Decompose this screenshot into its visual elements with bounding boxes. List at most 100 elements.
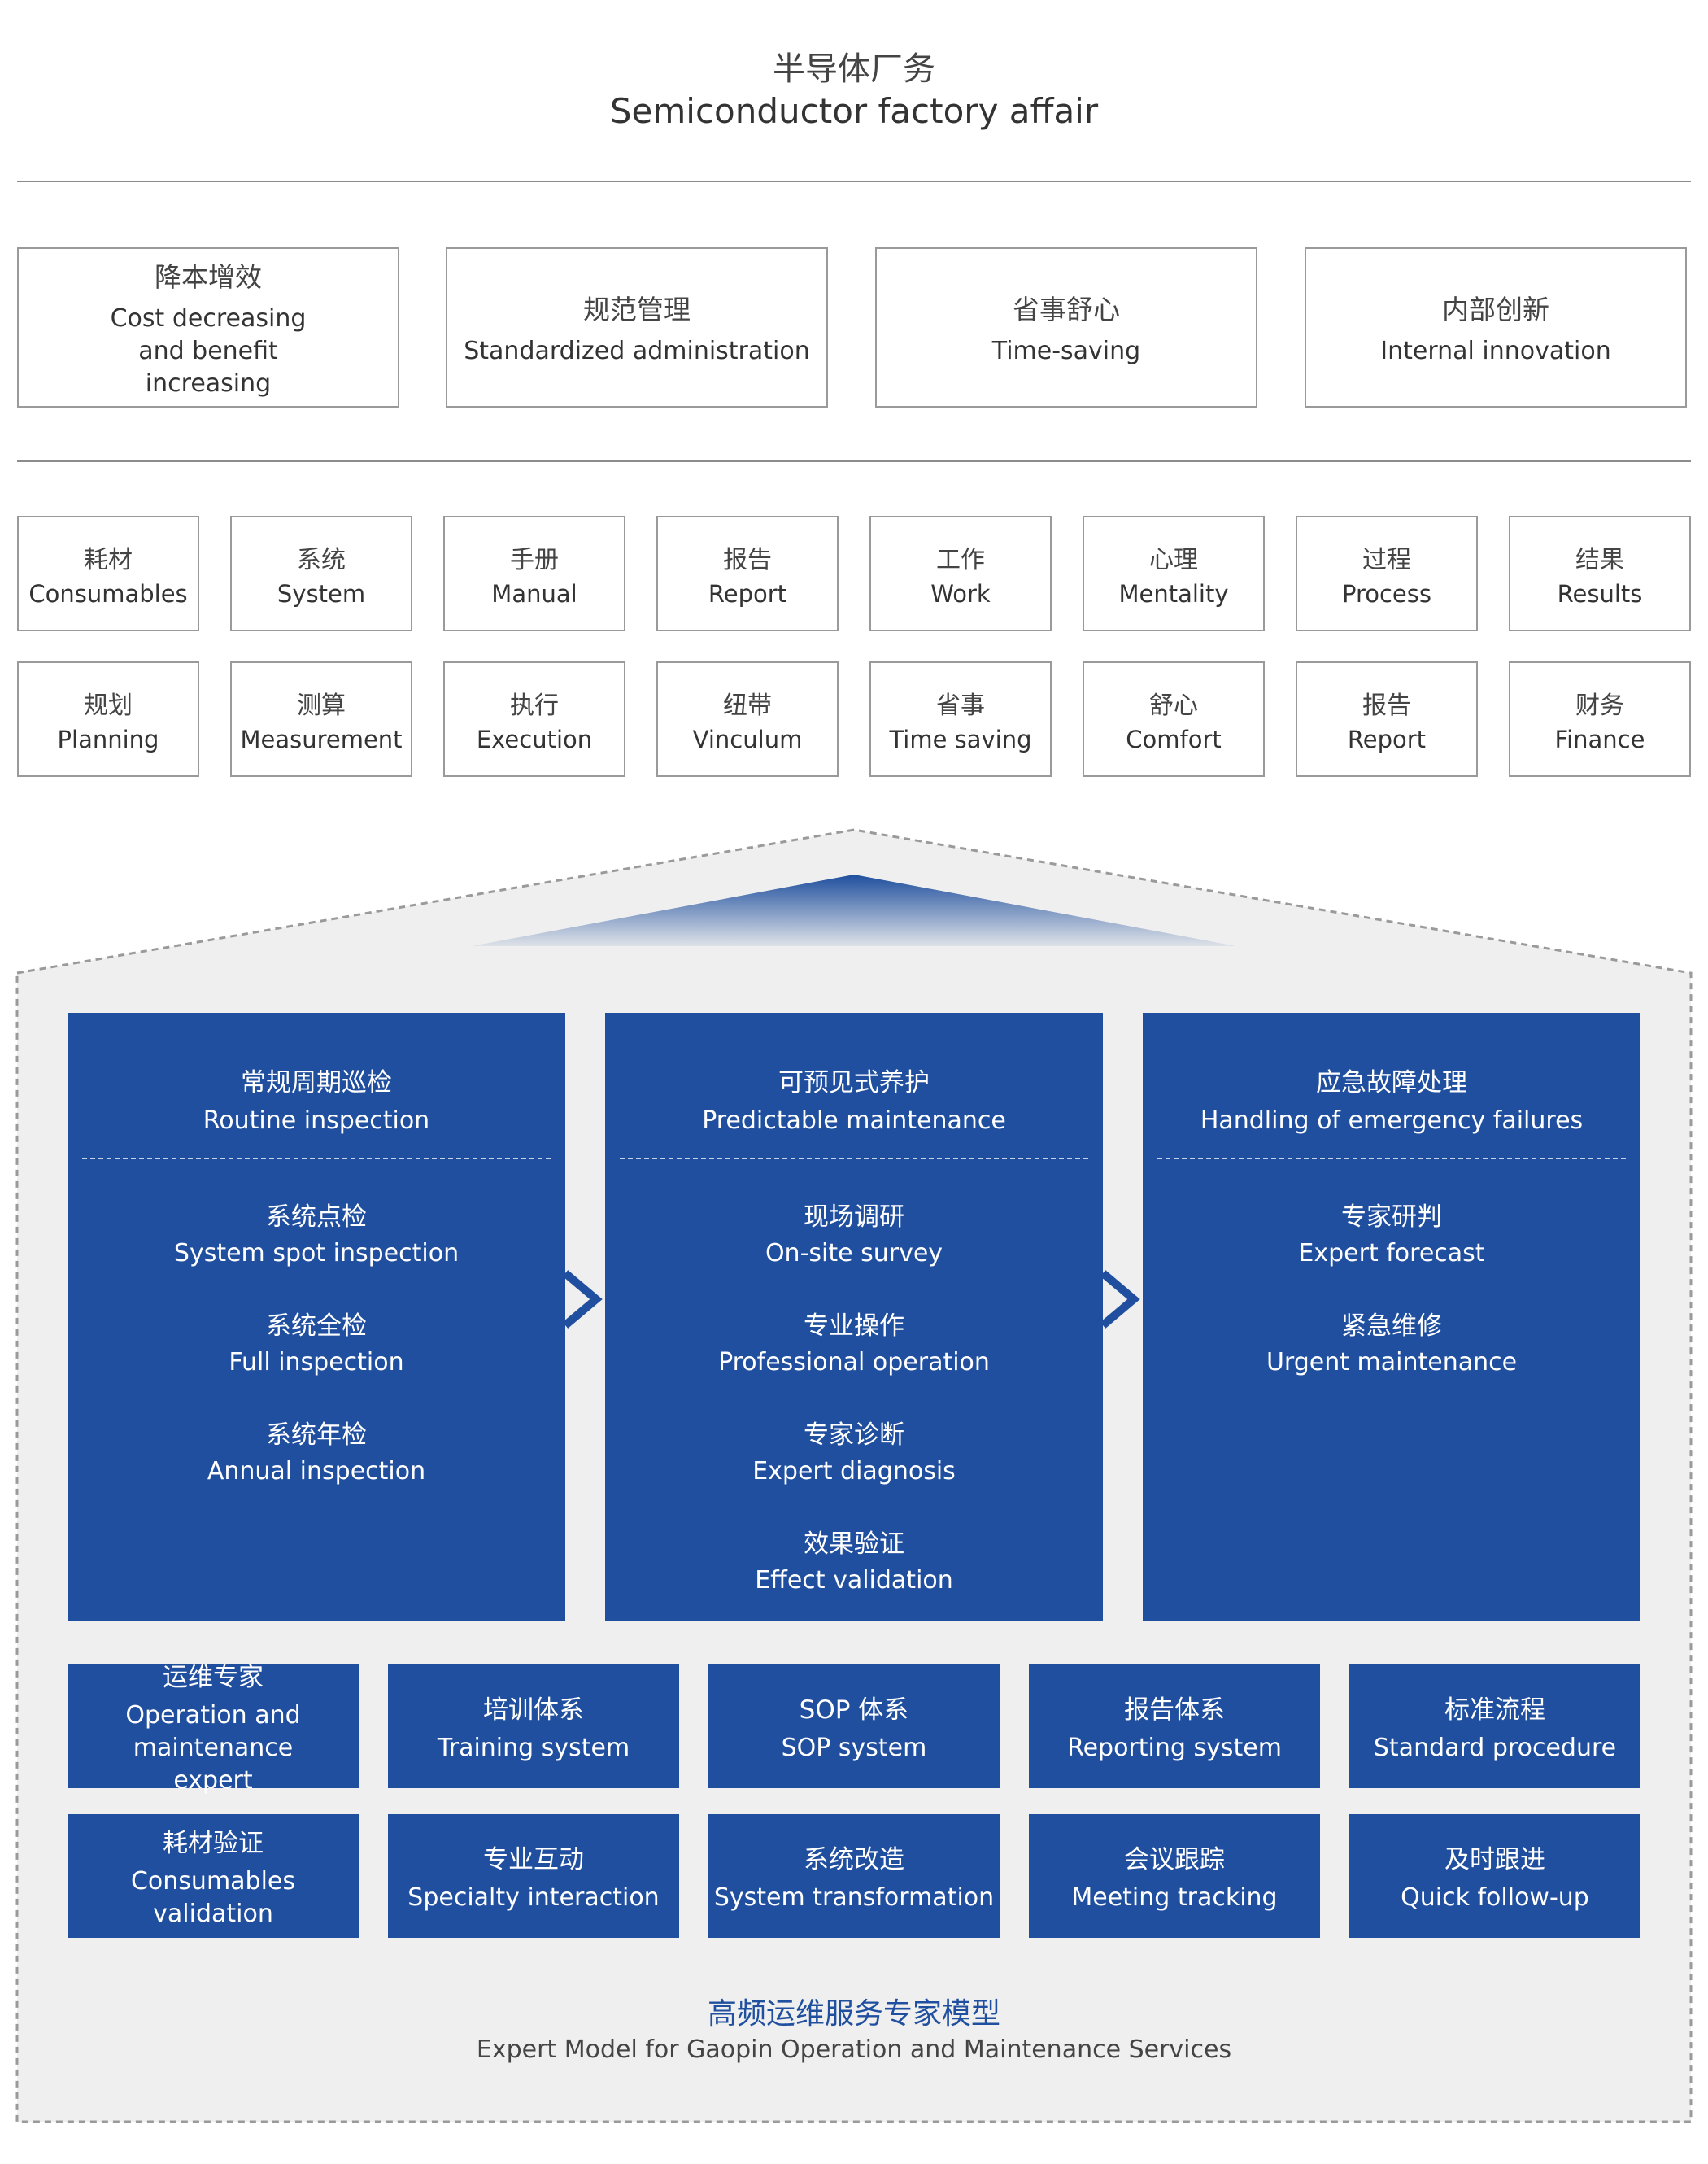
feature-box: 执行 Execution — [443, 661, 625, 777]
item-zh: 效果验证 — [804, 1529, 904, 1559]
feature-en: Measurement — [240, 726, 403, 753]
chevron-right-icon — [562, 1270, 603, 1329]
support-box: 报告体系 Reporting system — [1029, 1664, 1320, 1788]
support-zh: 会议跟踪 — [1124, 1844, 1225, 1874]
column-header-en: Predictable maintenance — [702, 1106, 1006, 1135]
benefit-zh: 规范管理 — [583, 293, 691, 325]
feature-zh: 手册 — [510, 546, 559, 574]
feature-zh: 执行 — [510, 692, 559, 720]
column-item: 现场调研 On-site survey — [605, 1196, 1103, 1305]
feature-zh: 省事 — [936, 692, 985, 720]
feature-en: Work — [930, 580, 991, 608]
benefit-box-standardized: 规范管理 Standardized administration — [446, 247, 828, 408]
divider-top — [17, 181, 1691, 182]
support-zh: 耗材验证 — [163, 1828, 264, 1858]
support-box: 会议跟踪 Meeting tracking — [1029, 1814, 1320, 1938]
support-box: SOP 体系 SOP system — [708, 1664, 1000, 1788]
service-column-emergency: 应急故障处理 Handling of emergency failures 专家… — [1143, 1013, 1640, 1621]
item-zh: 专业操作 — [804, 1311, 904, 1341]
benefit-zh: 省事舒心 — [1013, 293, 1120, 325]
model-title-en: Expert Model for Gaopin Operation and Ma… — [476, 2035, 1232, 2064]
feature-en: Consumables — [28, 580, 188, 608]
column-header-zh: 应急故障处理 — [1316, 1068, 1467, 1097]
benefit-zh: 内部创新 — [1442, 293, 1549, 325]
support-en: SOP system — [781, 1733, 927, 1762]
roof-highlight — [472, 875, 1236, 946]
feature-box: 测算 Measurement — [230, 661, 412, 777]
feature-box: 报告 Report — [656, 516, 839, 631]
item-en: On-site survey — [765, 1239, 943, 1267]
item-en: Expert diagnosis — [752, 1457, 956, 1486]
support-en: Meeting tracking — [1071, 1883, 1278, 1912]
feature-zh: 舒心 — [1149, 692, 1198, 720]
support-en: Reporting system — [1067, 1733, 1282, 1762]
support-en: Quick follow-up — [1401, 1883, 1589, 1912]
feature-zh: 测算 — [297, 692, 346, 720]
column-header-en: Routine inspection — [203, 1106, 430, 1135]
feature-en: Mentality — [1118, 580, 1229, 608]
support-en: System transformation — [713, 1883, 995, 1912]
item-en: Full inspection — [229, 1348, 404, 1376]
column-items: 现场调研 On-site survey 专业操作 Professional oper… — [605, 1196, 1103, 1632]
support-zh: 专业互动 — [483, 1844, 584, 1874]
feature-zh: 纽带 — [723, 692, 772, 720]
support-en: Training system — [437, 1733, 630, 1762]
item-zh: 专家诊断 — [804, 1420, 904, 1450]
benefit-en: Internal innovation — [1380, 336, 1611, 365]
feature-en: Planning — [57, 726, 159, 753]
divider-middle — [17, 460, 1691, 462]
item-zh: 系统全检 — [266, 1311, 367, 1341]
support-box: 培训体系 Training system — [388, 1664, 679, 1788]
benefit-zh: 降本增效 — [155, 260, 262, 293]
support-zh: 报告体系 — [1124, 1695, 1225, 1725]
feature-en: Report — [1347, 726, 1427, 753]
model-title-zh: 高频运维服务专家模型 — [707, 1997, 1000, 2031]
feature-zh: 过程 — [1362, 546, 1411, 574]
feature-en: Results — [1557, 580, 1643, 608]
page-title-en: Semiconductor factory affair — [609, 91, 1099, 131]
chevron-right-icon — [1100, 1270, 1140, 1329]
item-en: Urgent maintenance — [1266, 1348, 1518, 1376]
feature-en: Report — [708, 580, 787, 608]
column-header-en: Handling of emergency failures — [1200, 1106, 1584, 1135]
support-zh: SOP 体系 — [799, 1695, 909, 1725]
feature-en: Finance — [1554, 726, 1645, 753]
benefit-box-innovation: 内部创新 Internal innovation — [1305, 247, 1687, 408]
item-zh: 现场调研 — [804, 1202, 904, 1232]
support-zh: 运维专家 — [163, 1662, 264, 1692]
support-zh: 培训体系 — [483, 1695, 584, 1725]
item-zh: 系统点检 — [266, 1202, 367, 1232]
feature-en: Vinculum — [692, 726, 803, 753]
support-zh: 及时跟进 — [1444, 1844, 1545, 1874]
feature-box: 舒心 Comfort — [1083, 661, 1265, 777]
feature-zh: 报告 — [723, 546, 772, 574]
feature-en: Process — [1341, 580, 1431, 608]
item-en: Professional operation — [718, 1348, 990, 1376]
support-zh: 系统改造 — [804, 1844, 904, 1874]
column-header: 可预见式养护 Predictable maintenance — [605, 1062, 1103, 1135]
feature-en: Execution — [476, 726, 593, 753]
column-header: 常规周期巡检 Routine inspection — [68, 1062, 565, 1135]
feature-zh: 工作 — [936, 546, 985, 574]
feature-zh: 规划 — [84, 692, 133, 720]
benefit-en: Time-saving — [991, 336, 1141, 365]
support-box: 及时跟进 Quick follow-up — [1349, 1814, 1640, 1938]
feature-box: 纽带 Vinculum — [656, 661, 839, 777]
feature-zh: 系统 — [297, 546, 346, 574]
item-en: Expert forecast — [1298, 1239, 1485, 1267]
feature-zh: 财务 — [1575, 692, 1624, 720]
feature-en: Comfort — [1126, 726, 1222, 753]
